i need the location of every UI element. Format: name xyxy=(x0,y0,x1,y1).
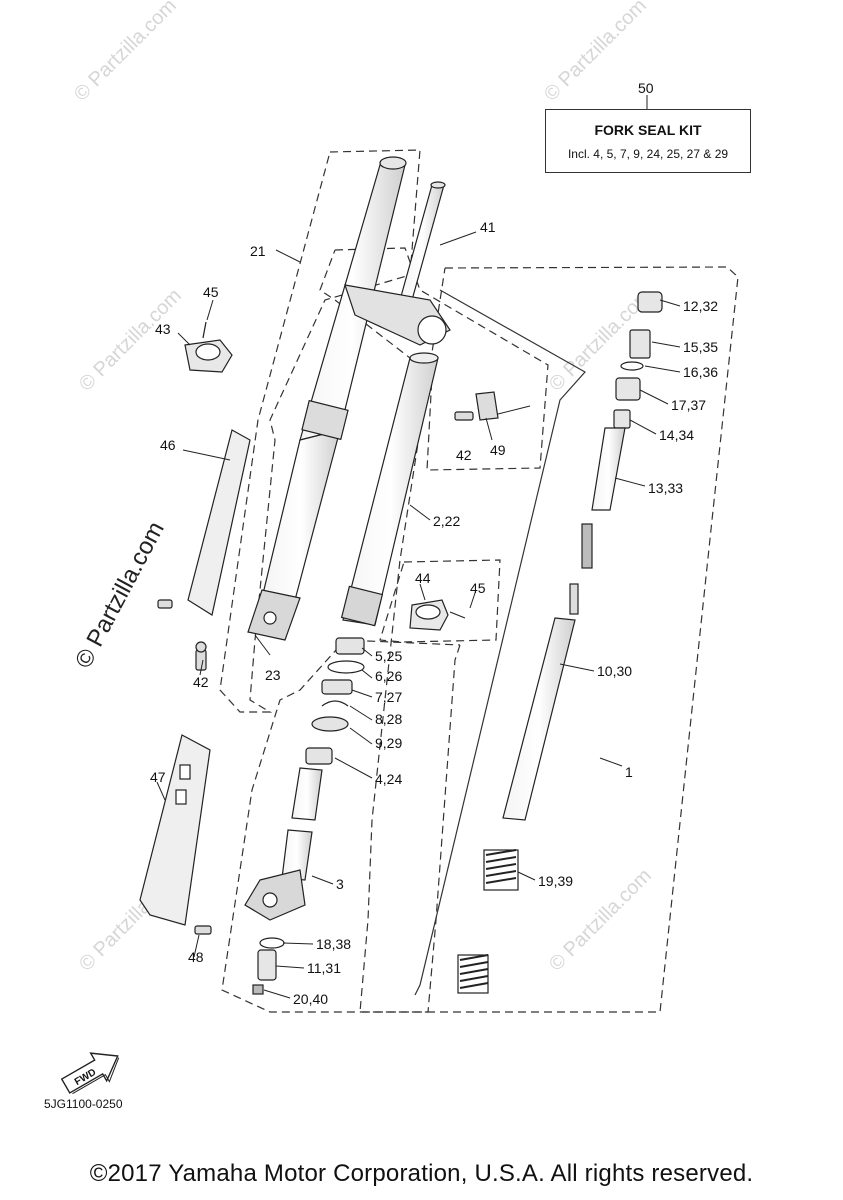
label-14-34: 14,34 xyxy=(659,427,694,443)
diagram-code: 5JG1100-0250 xyxy=(44,1097,123,1111)
label-9-29: 9,29 xyxy=(375,735,402,751)
label-17-37: 17,37 xyxy=(671,397,706,413)
label-47: 47 xyxy=(150,769,166,785)
axle-holder xyxy=(244,767,323,995)
leader-lines xyxy=(156,95,681,999)
label-42a: 42 xyxy=(456,447,472,463)
label-42b: 42 xyxy=(193,674,209,690)
cable-bracket xyxy=(184,321,233,373)
copyright-text: ©2017 Yamaha Motor Corporation, U.S.A. A… xyxy=(89,1160,754,1187)
label-4-24: 4,24 xyxy=(375,771,402,787)
label-13-33: 13,33 xyxy=(648,480,683,496)
label-2-22: 2,22 xyxy=(433,513,460,529)
hose-clamp xyxy=(409,599,466,631)
label-8-28: 8,28 xyxy=(375,711,402,727)
fork-guard xyxy=(139,429,251,926)
fork-spring xyxy=(459,849,517,989)
label-45a: 45 xyxy=(203,284,219,300)
kit-number: 50 xyxy=(638,80,654,96)
label-43: 43 xyxy=(155,321,171,337)
part-labels: 41 21 45 43 12,32 15,35 16,36 17,37 14,3… xyxy=(150,219,718,1007)
label-16-36: 16,36 xyxy=(683,364,718,380)
label-48: 48 xyxy=(188,949,204,965)
label-23: 23 xyxy=(265,667,281,683)
seal-stack xyxy=(305,637,365,765)
damper-parts xyxy=(457,291,663,994)
label-6-26: 6,26 xyxy=(375,668,402,684)
label-49: 49 xyxy=(490,442,506,458)
fork-seal-kit-box: FORK SEAL KIT Incl. 4, 5, 7, 9, 24, 25, … xyxy=(545,109,751,173)
label-5-25: 5,25 xyxy=(375,648,402,664)
label-15-35: 15,35 xyxy=(683,339,718,355)
steering-stem xyxy=(344,181,451,346)
label-3: 3 xyxy=(336,876,344,892)
damper-frame xyxy=(414,289,586,996)
label-44: 44 xyxy=(415,570,431,586)
kit-title: FORK SEAL KIT xyxy=(594,122,702,138)
label-41: 41 xyxy=(480,219,496,235)
label-19-39: 19,39 xyxy=(538,873,573,889)
label-45b: 45 xyxy=(470,580,486,596)
label-10-30: 10,30 xyxy=(597,663,632,679)
label-11-31: 11,31 xyxy=(307,960,341,976)
label-1: 1 xyxy=(625,764,633,780)
label-21: 21 xyxy=(250,243,266,259)
label-12-32: 12,32 xyxy=(683,298,718,314)
kit-includes: Incl. 4, 5, 7, 9, 24, 25, 27 & 29 xyxy=(567,147,729,161)
label-18-38: 18,38 xyxy=(316,936,351,952)
label-7-27: 7,27 xyxy=(375,689,402,705)
inner-tube xyxy=(340,352,439,627)
label-20-40: 20,40 xyxy=(293,991,328,1007)
label-46: 46 xyxy=(160,437,176,453)
fwd-arrow-icon: FWD xyxy=(60,1052,120,1095)
